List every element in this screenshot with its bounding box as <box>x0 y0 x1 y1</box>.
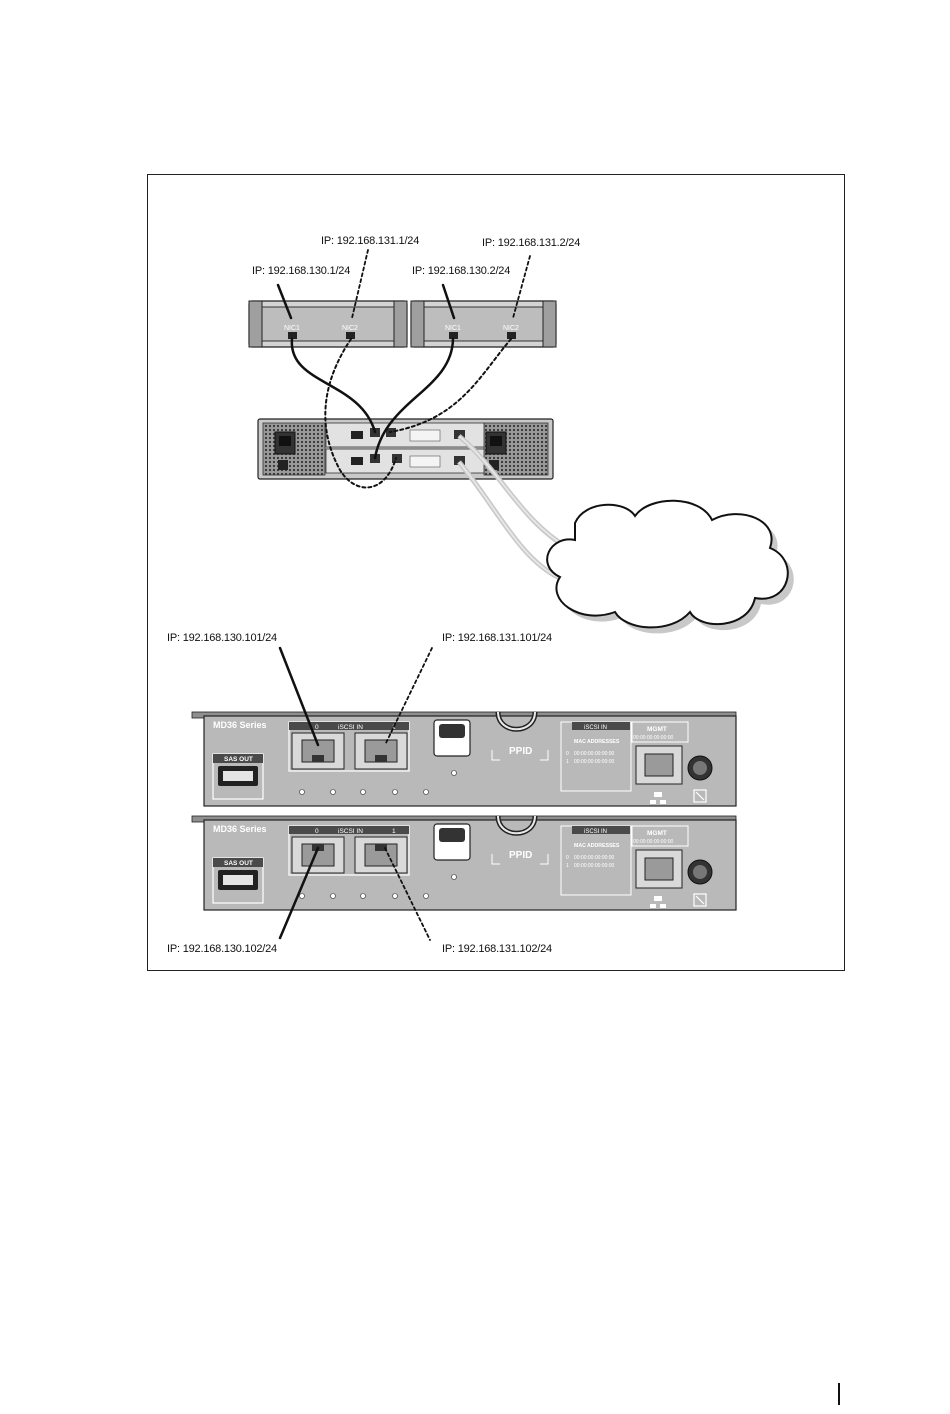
ctrl1-ppid-area: PPID <box>491 850 549 865</box>
serial-icon <box>693 893 707 907</box>
ctrl0-serial-port[interactable] <box>687 755 713 781</box>
host-server-1: NIC1 NIC2 <box>248 300 408 348</box>
host2-nic2-label: NIC2 <box>503 325 519 332</box>
host2-nic1-ip-label: IP: 192.168.130.2/24 <box>412 265 511 277</box>
ctrl1-release-latch[interactable] <box>433 823 471 861</box>
host2-nic2-ip-label: IP: 192.168.131.2/24 <box>482 237 581 249</box>
serial-icon <box>693 789 707 803</box>
ctrl1-iscsi-port-1[interactable] <box>354 836 408 874</box>
ctrl0-mgmt-port[interactable] <box>635 745 683 785</box>
ctrl1-iscsi-port-0[interactable] <box>291 836 345 874</box>
ctrl1-status-leds <box>299 874 457 899</box>
ctrl1-sas-out-label: SAS OUT <box>224 860 253 867</box>
ctrl1-mgmt-mac: 00:00:00:00:00:00 <box>633 839 674 845</box>
ctrl1-mgmt-label: MGMT <box>647 830 667 837</box>
ctrl1-iscsi-label: iSCSI IN <box>338 828 363 835</box>
ctrl1-ppid: PPID <box>509 850 532 861</box>
ctrl0-mgmt-mac: 00:00:00:00:00:00 <box>633 735 674 741</box>
host2-nic2-port[interactable] <box>507 332 516 339</box>
controller-1: MD36 Series iSCSI IN 0 1 SAS OUT <box>191 815 737 911</box>
ctrl0-mac0-index: 0 <box>566 751 569 757</box>
ctrl1-mac-header: iSCSI IN <box>584 829 607 835</box>
host-array-cables <box>276 249 531 489</box>
host2-nic1-port[interactable] <box>449 332 458 339</box>
ctrl1-mac0: 00:00:00:00:00:00 <box>574 855 615 861</box>
host2-nic1-label: NIC1 <box>445 325 461 332</box>
network-icon <box>650 896 666 908</box>
host1-nic1-ip-label: IP: 192.168.130.1/24 <box>252 265 351 277</box>
ctrl0-mac-title: MAC ADDRESSES <box>574 739 620 745</box>
ctrl0-port0-ip-label: IP: 192.168.130.101/24 <box>167 632 277 644</box>
ctrl1-serial-port[interactable] <box>687 859 713 885</box>
ctrl1-port0-number: 0 <box>315 828 319 835</box>
ctrl0-ppid: PPID <box>509 746 532 757</box>
management-cables <box>457 434 570 581</box>
ctrl0-status-leds <box>299 770 457 795</box>
host1-nic1-port[interactable] <box>288 332 297 339</box>
host1-nic1-label: NIC1 <box>284 325 300 332</box>
host-server-2: NIC1 NIC2 <box>410 300 557 348</box>
host1-nic2-port[interactable] <box>346 332 355 339</box>
ctrl1-port0-ip-label: IP: 192.168.130.102/24 <box>167 943 277 955</box>
ctrl1-mac1: 00:00:00:00:00:00 <box>574 863 615 869</box>
ctrl1-mgmt-area: MGMT 00:00:00:00:00:00 <box>631 825 689 847</box>
host1-nic2-ip-label: IP: 192.168.131.1/24 <box>321 235 420 247</box>
host1-nic2-label: NIC2 <box>342 325 358 332</box>
ctrl1-mgmt-port[interactable] <box>635 849 683 889</box>
ctrl0-mac-header: iSCSI IN <box>584 725 607 731</box>
ctrl1-series: MD36 Series <box>213 824 267 834</box>
ctrl0-mac0: 00:00:00:00:00:00 <box>574 751 615 757</box>
ctrl0-ppid-area: PPID <box>491 746 549 761</box>
controller-cables <box>278 646 433 941</box>
network-cloud <box>546 499 794 634</box>
array-ctrl1-port1[interactable] <box>392 454 402 463</box>
ctrl1-mac0-index: 0 <box>566 855 569 861</box>
ctrl0-sas-out-label: SAS OUT <box>224 756 253 763</box>
ctrl0-port0-number: 0 <box>315 724 319 731</box>
ctrl0-mgmt-label: MGMT <box>647 726 667 733</box>
ctrl0-port1-number: 1 <box>392 724 396 731</box>
page-edge-mark <box>838 1383 840 1405</box>
ctrl1-mac1-index: 1 <box>566 863 569 869</box>
ctrl1-port1-ip-label: IP: 192.168.131.102/24 <box>442 943 552 955</box>
ctrl1-mac-title: MAC ADDRESSES <box>574 843 620 849</box>
figure-frame <box>147 174 845 971</box>
storage-array-rear <box>257 418 554 480</box>
ctrl0-iscsi-port-0[interactable] <box>291 732 345 770</box>
ctrl0-series: MD36 Series <box>213 720 267 730</box>
ctrl0-iscsi-port-1[interactable] <box>354 732 408 770</box>
ctrl0-mac1-index: 1 <box>566 759 569 765</box>
ctrl0-sas-out-port[interactable]: SAS OUT <box>212 753 264 800</box>
ctrl0-mac1: 00:00:00:00:00:00 <box>574 759 615 765</box>
ctrl0-port1-ip-label: IP: 192.168.131.101/24 <box>442 632 552 644</box>
ctrl0-release-latch[interactable] <box>433 719 471 757</box>
controller-0: MD36 Series iSCSI IN 0 1 SAS OUT <box>191 711 737 807</box>
network-icon <box>650 792 666 804</box>
ctrl0-mac-label: iSCSI IN MAC ADDRESSES 0 00:00:00:00:00:… <box>560 721 632 792</box>
ctrl0-iscsi-label: iSCSI IN <box>338 724 363 731</box>
ctrl1-port1-number: 1 <box>392 828 396 835</box>
ctrl1-sas-out-port[interactable]: SAS OUT <box>212 857 264 904</box>
ctrl0-mgmt-area: MGMT 00:00:00:00:00:00 <box>631 721 689 743</box>
ctrl1-mac-label: iSCSI IN MAC ADDRESSES 0 00:00:00:00:00:… <box>560 825 632 896</box>
